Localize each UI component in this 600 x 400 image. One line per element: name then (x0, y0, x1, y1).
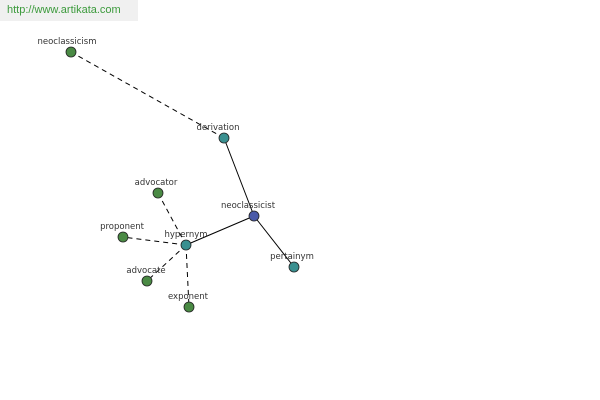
node-advocate[interactable] (141, 275, 153, 287)
edge-hypernym-advocator (157, 192, 187, 246)
node-exponent[interactable] (183, 301, 195, 313)
node-derivation[interactable] (218, 132, 230, 144)
node-label-neoclassicist: neoclassicist (221, 201, 276, 211)
node-neoclassicist[interactable] (248, 210, 260, 222)
node-label-neoclassicism: neoclassicism (37, 37, 96, 47)
node-advocator[interactable] (152, 187, 164, 199)
nodes-layer (65, 46, 300, 313)
edge-hypernym-proponent (122, 236, 187, 246)
node-hypernym[interactable] (180, 239, 192, 251)
node-proponent[interactable] (117, 231, 129, 243)
edge-neoclassicist-pertainym (253, 215, 295, 268)
edges-layer (70, 51, 295, 308)
node-pertainym[interactable] (288, 261, 300, 273)
node-label-hypernym: hypernym (164, 230, 207, 240)
node-label-pertainym: pertainym (270, 252, 314, 262)
node-label-exponent: exponent (168, 292, 209, 302)
node-label-advocate: advocate (126, 266, 165, 276)
edge-neoclassicist-hypernym (185, 215, 255, 246)
edge-derivation-neoclassicism (70, 51, 225, 139)
labels-layer: neoclassicist derivation hypernym pertainym… (37, 37, 313, 302)
watermark-banner: http://www.artikata.com (0, 0, 138, 21)
node-label-derivation: derivation (196, 123, 239, 133)
node-label-advocator: advocator (135, 178, 178, 188)
edge-neoclassicist-derivation (223, 137, 255, 217)
watermark-url[interactable]: http://www.artikata.com (7, 4, 121, 16)
node-label-proponent: proponent (100, 222, 145, 232)
node-neoclassicism[interactable] (65, 46, 77, 58)
edge-hypernym-exponent (185, 244, 190, 308)
